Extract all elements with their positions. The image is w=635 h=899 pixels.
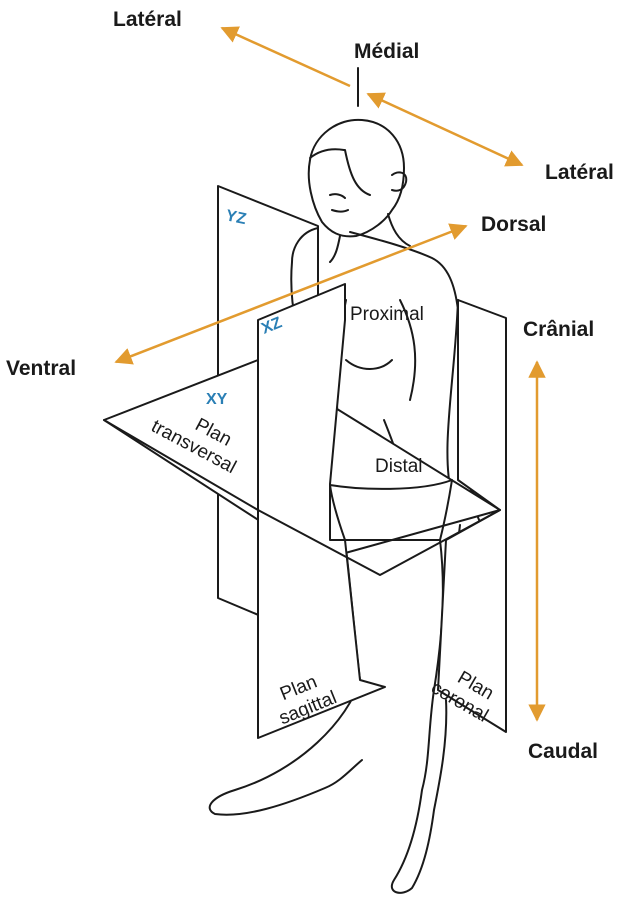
dorsal-label: Dorsal — [481, 213, 546, 236]
cranial-label: Crânial — [523, 318, 594, 341]
head — [309, 120, 407, 237]
xy-axis-label: XY — [206, 391, 228, 408]
lateral-right-arrow — [368, 94, 522, 165]
lateral-right-label: Latéral — [545, 161, 614, 184]
medial-label: Médial — [354, 40, 419, 63]
lateral-left-label: Latéral — [113, 8, 182, 31]
ventral-label: Ventral — [6, 357, 76, 380]
lateral-left-arrow — [222, 28, 350, 86]
proximal-label: Proximal — [350, 304, 424, 325]
caudal-label: Caudal — [528, 740, 598, 763]
distal-label: Distal — [375, 456, 423, 477]
